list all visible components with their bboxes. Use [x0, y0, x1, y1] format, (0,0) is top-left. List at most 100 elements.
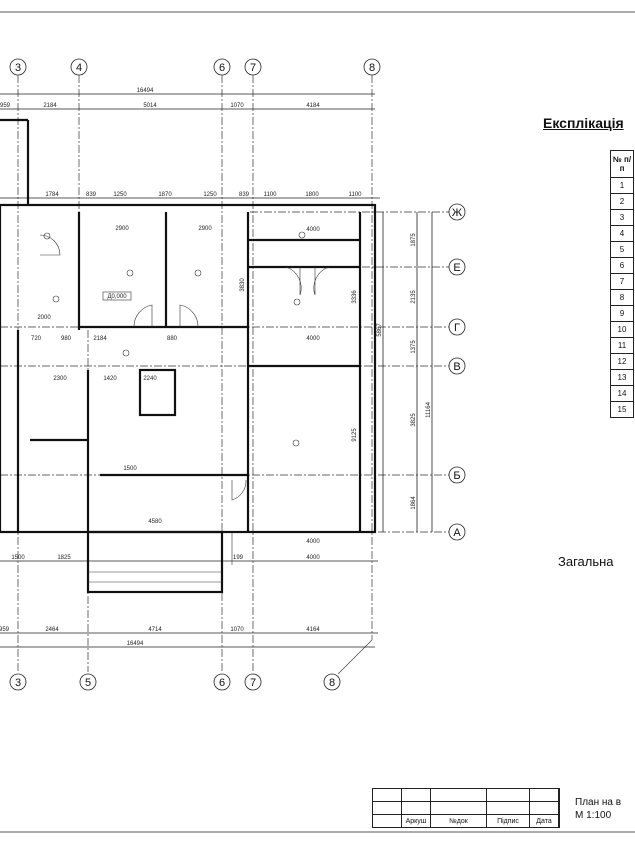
svg-text:3336: 3336	[352, 290, 358, 304]
svg-text:В: В	[453, 361, 460, 373]
sheet-title: План на в М 1:100	[575, 796, 621, 822]
table-row: 3	[610, 209, 634, 226]
top-dimensions: 16494 959 2184 5014 1070 4184 1784 839 1…	[0, 88, 380, 199]
row-axes	[0, 211, 449, 533]
svg-text:5014: 5014	[143, 103, 157, 109]
svg-text:959: 959	[0, 627, 10, 633]
svg-text:1375: 1375	[411, 340, 417, 354]
svg-text:11164: 11164	[426, 401, 432, 417]
svg-text:1800: 1800	[305, 192, 319, 198]
svg-text:980: 980	[61, 336, 72, 342]
svg-text:А: А	[453, 527, 461, 539]
bottom-dimensions: 1500 1825 199 4000 959 2464 4714 1070 41…	[0, 555, 378, 648]
svg-text:3: 3	[15, 677, 21, 689]
svg-text:720: 720	[31, 336, 42, 342]
axis-bubbles-top: 3 4 6 7 8	[9, 58, 381, 76]
svg-text:4184: 4184	[306, 103, 320, 109]
table-row: 8	[610, 289, 634, 306]
table-row: 7	[610, 273, 634, 290]
right-dimensions: 1875 2135 1375 3825 1864 11164 5867	[377, 212, 433, 532]
svg-text:16494: 16494	[137, 88, 154, 94]
svg-text:1875: 1875	[411, 233, 417, 247]
title-block: Аркуш №док Підпис Дата	[372, 788, 560, 828]
svg-text:4000: 4000	[306, 539, 320, 545]
sheet-title-text: План на в	[575, 797, 622, 808]
total-area-label: Загальна	[558, 554, 614, 569]
axis-bubbles-bottom: 3 5 6 7 8	[9, 673, 341, 691]
title-block-doc: №док	[430, 814, 487, 828]
table-row: 4	[610, 225, 634, 242]
svg-text:8: 8	[329, 677, 335, 689]
table-row: 10	[610, 321, 634, 338]
svg-text:5: 5	[85, 677, 91, 689]
svg-text:199: 199	[233, 555, 244, 561]
svg-text:3825: 3825	[411, 413, 417, 427]
svg-text:2135: 2135	[411, 290, 417, 304]
svg-text:2900: 2900	[198, 226, 212, 232]
svg-text:1100: 1100	[264, 192, 278, 198]
explication-table: № п/п 1 2 3 4 5 6 7 8 9 10 11 12 13 14 1…	[610, 150, 634, 418]
svg-text:2184: 2184	[43, 103, 57, 109]
svg-text:4000: 4000	[306, 227, 320, 233]
axis-bubbles-right: Ж Е Г В Б А	[448, 203, 466, 541]
svg-text:1250: 1250	[113, 192, 127, 198]
svg-text:1500: 1500	[123, 466, 137, 472]
svg-text:4580: 4580	[148, 519, 162, 525]
svg-text:Ж: Ж	[452, 207, 462, 219]
svg-text:7: 7	[250, 677, 256, 689]
svg-text:5867: 5867	[377, 323, 383, 337]
svg-text:839: 839	[86, 192, 97, 198]
table-row: 9	[610, 305, 634, 322]
svg-text:959: 959	[0, 103, 11, 109]
svg-text:1500: 1500	[11, 555, 25, 561]
svg-text:880: 880	[167, 336, 178, 342]
svg-text:1825: 1825	[57, 555, 71, 561]
title-block-date: Дата	[529, 814, 559, 828]
svg-text:Б: Б	[453, 470, 460, 482]
svg-text:6: 6	[219, 62, 225, 74]
svg-text:2000: 2000	[37, 315, 51, 321]
svg-text:4000: 4000	[306, 336, 320, 342]
svg-text:7: 7	[250, 62, 256, 74]
svg-text:4714: 4714	[148, 627, 162, 633]
svg-text:3: 3	[15, 62, 21, 74]
table-row: 13	[610, 369, 634, 386]
table-row: 6	[610, 257, 634, 274]
svg-text:2300: 2300	[53, 376, 67, 382]
svg-text:6: 6	[219, 677, 225, 689]
svg-text:1864: 1864	[411, 496, 417, 510]
svg-text:9125: 9125	[352, 428, 358, 442]
svg-text:2240: 2240	[143, 376, 157, 382]
svg-text:1250: 1250	[203, 192, 217, 198]
svg-text:1070: 1070	[230, 103, 244, 109]
title-block-signature: Підпис	[486, 814, 530, 828]
table-row: 1	[610, 177, 634, 194]
svg-text:Е: Е	[453, 262, 460, 274]
table-row: 12	[610, 353, 634, 370]
svg-text:4164: 4164	[306, 627, 320, 633]
svg-text:1870: 1870	[158, 192, 172, 198]
table-row: 2	[610, 193, 634, 210]
table-row: 11	[610, 337, 634, 354]
room-dimensions: 2900 2900 4000 4000 2000 2184 2300 2240 …	[31, 226, 358, 545]
title-block-sheet: Аркуш	[401, 814, 431, 828]
table-row: 15	[610, 401, 634, 418]
svg-text:4: 4	[76, 62, 82, 74]
explication-header: № п/п	[610, 150, 634, 178]
table-row: 14	[610, 385, 634, 402]
column-axes	[17, 75, 373, 675]
svg-text:1070: 1070	[230, 627, 244, 633]
svg-text:1784: 1784	[45, 192, 59, 198]
svg-text:Д0,000: Д0,000	[107, 294, 127, 300]
svg-text:3830: 3830	[240, 278, 246, 292]
room-markers	[43, 231, 306, 447]
svg-text:4000: 4000	[306, 555, 320, 561]
explication-title: Експлікація	[543, 115, 624, 131]
svg-text:2464: 2464	[45, 627, 59, 633]
walls	[0, 118, 377, 594]
svg-text:Г: Г	[454, 322, 460, 334]
svg-text:2184: 2184	[93, 336, 107, 342]
svg-text:16494: 16494	[127, 641, 144, 647]
svg-text:1420: 1420	[103, 376, 117, 382]
